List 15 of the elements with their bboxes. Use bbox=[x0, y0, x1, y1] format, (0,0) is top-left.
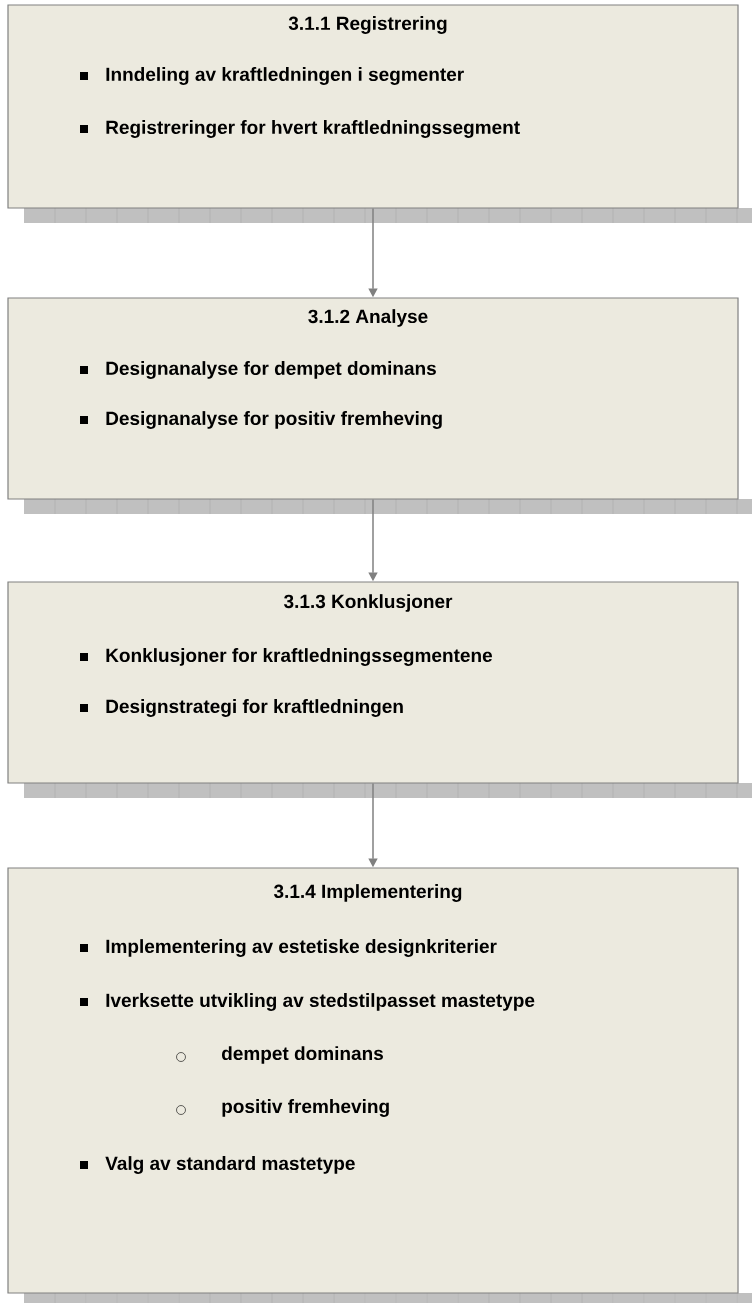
list-item: Implementering av estetiske designkriterier bbox=[106, 939, 497, 957]
list-item: positiv fremheving bbox=[222, 1099, 389, 1117]
list-item: Designstrategi for kraftledningen bbox=[106, 699, 403, 717]
list-item: Inndeling av kraftledningen i segmenter bbox=[106, 67, 464, 85]
list-item: Valg av standard mastetype bbox=[105, 1156, 355, 1174]
list-item: Registreringer for hvert kraftledningssegment bbox=[106, 120, 520, 138]
list-item: Iverksette utvikling av stedstilpasset mastetype bbox=[106, 993, 535, 1011]
list-item: Konklusjoner for kraftledningssegmentene bbox=[106, 648, 492, 666]
list-item: Designanalyse for dempet dominans bbox=[106, 361, 436, 379]
box-heading: 3.1.4 Implementering bbox=[273, 884, 462, 902]
list-item: Designanalyse for positiv fremheving bbox=[106, 411, 442, 429]
box-heading: 3.1.3 Konklusjoner bbox=[283, 594, 453, 612]
box-heading: 3.1.2 Analyse bbox=[308, 309, 428, 327]
list-item: dempet dominans bbox=[222, 1046, 383, 1064]
box-heading: 3.1.1 Registrering bbox=[288, 16, 447, 34]
